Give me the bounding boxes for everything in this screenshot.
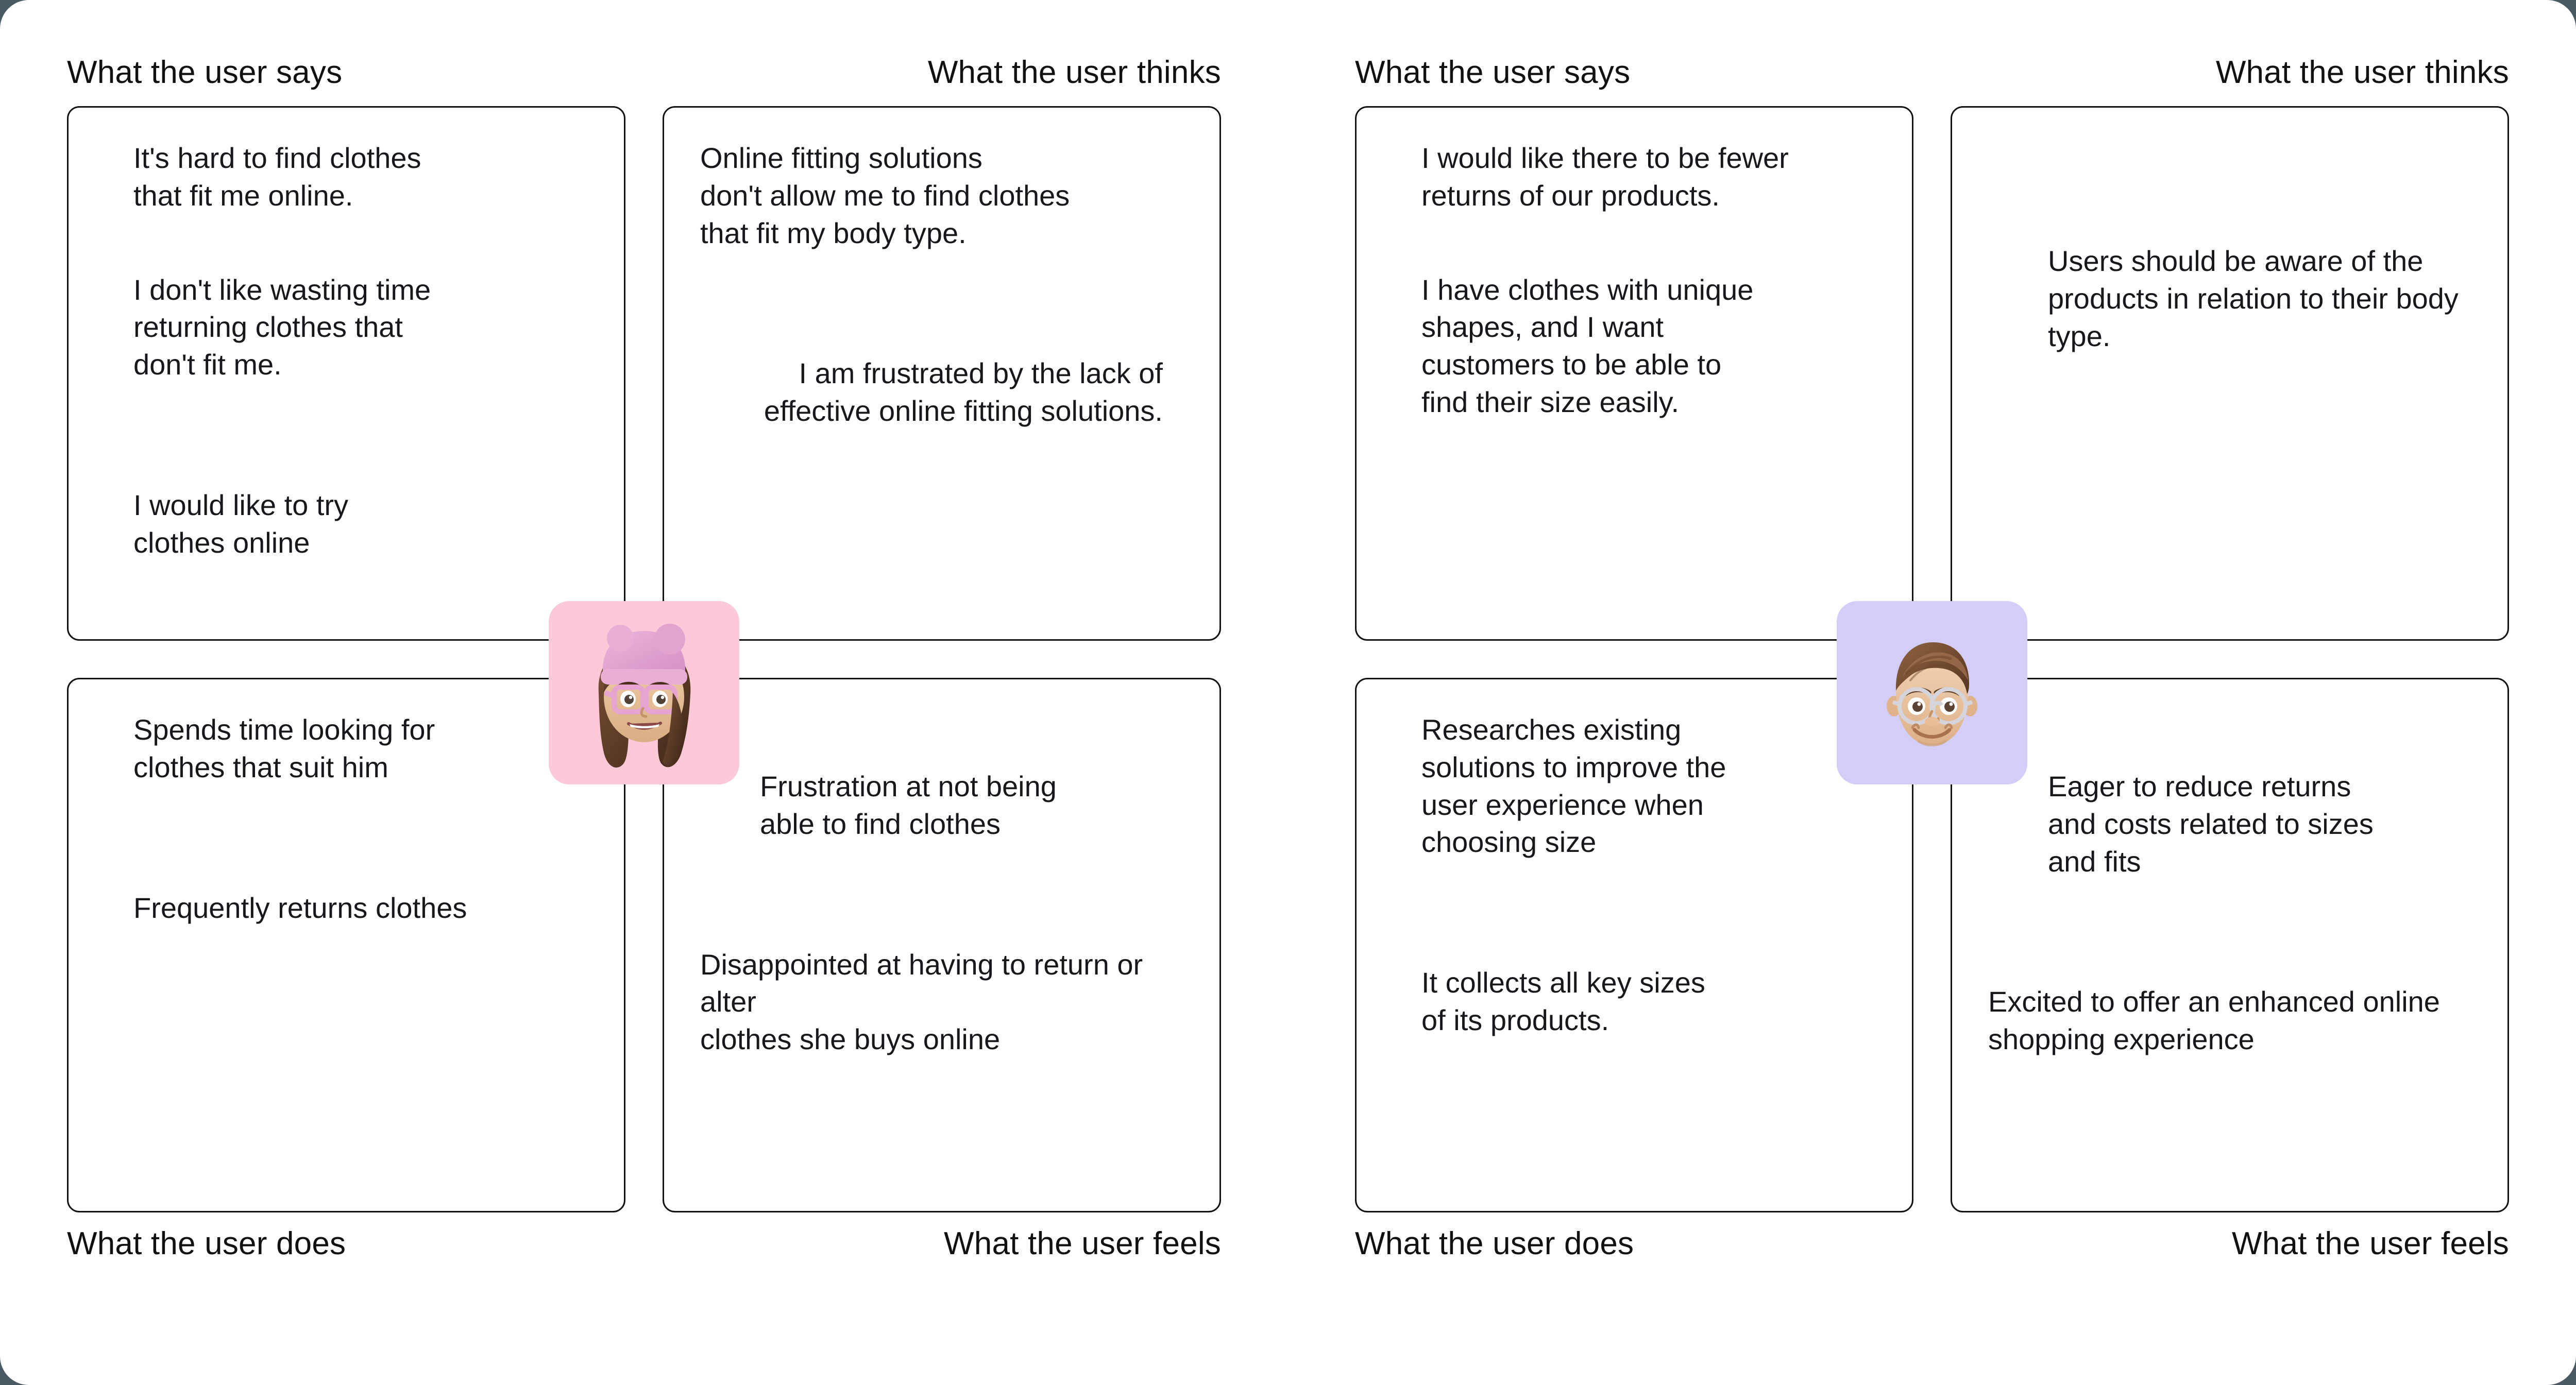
label-what-the-user-thinks: What the user thinks — [2215, 55, 2509, 90]
note: Excited to offer an enhanced online shop… — [1988, 985, 2440, 1056]
male-memoji-icon — [1887, 642, 1977, 746]
note: Frustration at not being able to find cl… — [760, 770, 1057, 840]
quadrant-labels-bottom: What the user does What the user feels — [1355, 1212, 2509, 1260]
label-what-the-user-feels: What the user feels — [2232, 1226, 2509, 1261]
note: Eager to reduce returns and costs relate… — [2048, 770, 2374, 878]
label-what-the-user-thinks: What the user thinks — [927, 55, 1221, 90]
quadrant-feels[interactable]: Eager to reduce returns and costs relate… — [1951, 678, 2509, 1212]
label-what-the-user-says: What the user says — [67, 55, 343, 90]
quadrant-grid: It's hard to find clothes that fit me on… — [67, 106, 1221, 1212]
note: Frequently returns clothes — [133, 891, 467, 924]
note: I would like to try clothes online — [133, 488, 349, 559]
quadrant-labels-bottom: What the user does What the user feels — [67, 1212, 1221, 1260]
notes-does: Spends time looking for clothes that sui… — [105, 711, 588, 1179]
note: I have clothes with unique shapes, and I… — [1421, 273, 1754, 418]
note: It collects all key sizes of its product… — [1421, 966, 1705, 1036]
note: Disappointed at having to return or alte… — [700, 948, 1143, 1056]
empathy-map-male-retailer: What the user says What the user thinks … — [1288, 0, 2576, 1385]
note: Online fitting solutions don't allow me … — [700, 142, 1070, 249]
notes-feels: Frustration at not being able to find cl… — [700, 711, 1183, 1179]
quadrant-does[interactable]: Researches existing solutions to improve… — [1355, 678, 1913, 1212]
quadrant-does[interactable]: Spends time looking for clothes that sui… — [67, 678, 625, 1212]
note: Spends time looking for clothes that sui… — [133, 713, 435, 783]
note: Researches existing solutions to improve… — [1421, 713, 1726, 859]
quadrant-says[interactable]: It's hard to find clothes that fit me on… — [67, 106, 625, 641]
label-what-the-user-does: What the user does — [67, 1226, 346, 1261]
empathy-map-female-shopper: What the user says What the user thinks … — [67, 57, 1221, 1260]
note: Users should be aware of the products in… — [2048, 245, 2459, 352]
female-memoji-avatar[interactable] — [549, 601, 739, 784]
label-what-the-user-says: What the user says — [1355, 55, 1631, 90]
quadrant-thinks[interactable]: Online fitting solutions don't allow me … — [663, 106, 1221, 641]
quadrant-thinks[interactable]: Users should be aware of the products in… — [1951, 106, 2509, 641]
notes-says: It's hard to find clothes that fit me on… — [105, 140, 588, 607]
female-memoji-icon — [598, 623, 691, 767]
note: I am frustrated by the lack of effective… — [764, 357, 1163, 428]
quadrant-feels[interactable]: Frustration at not being able to find cl… — [663, 678, 1221, 1212]
notes-does: Researches existing solutions to improve… — [1393, 711, 1876, 1179]
notes-thinks: Users should be aware of the products in… — [1988, 140, 2471, 607]
notes-says: I would like there to be fewer returns o… — [1393, 140, 1876, 607]
note: It's hard to find clothes that fit me on… — [133, 142, 421, 212]
note: I would like there to be fewer returns o… — [1421, 142, 1789, 212]
quadrant-labels-top: What the user says What the user thinks — [67, 57, 1221, 106]
notes-thinks: Online fitting solutions don't allow me … — [700, 140, 1183, 607]
quadrant-says[interactable]: I would like there to be fewer returns o… — [1355, 106, 1913, 641]
quadrant-labels-top: What the user says What the user thinks — [1355, 57, 2509, 106]
notes-feels: Eager to reduce returns and costs relate… — [1988, 711, 2471, 1179]
label-what-the-user-feels: What the user feels — [944, 1226, 1221, 1261]
label-what-the-user-does: What the user does — [1355, 1226, 1634, 1261]
quadrant-grid: I would like there to be fewer returns o… — [1355, 106, 2509, 1212]
note: I don't like wasting time returning clot… — [133, 273, 431, 381]
male-memoji-avatar[interactable] — [1837, 601, 2027, 784]
